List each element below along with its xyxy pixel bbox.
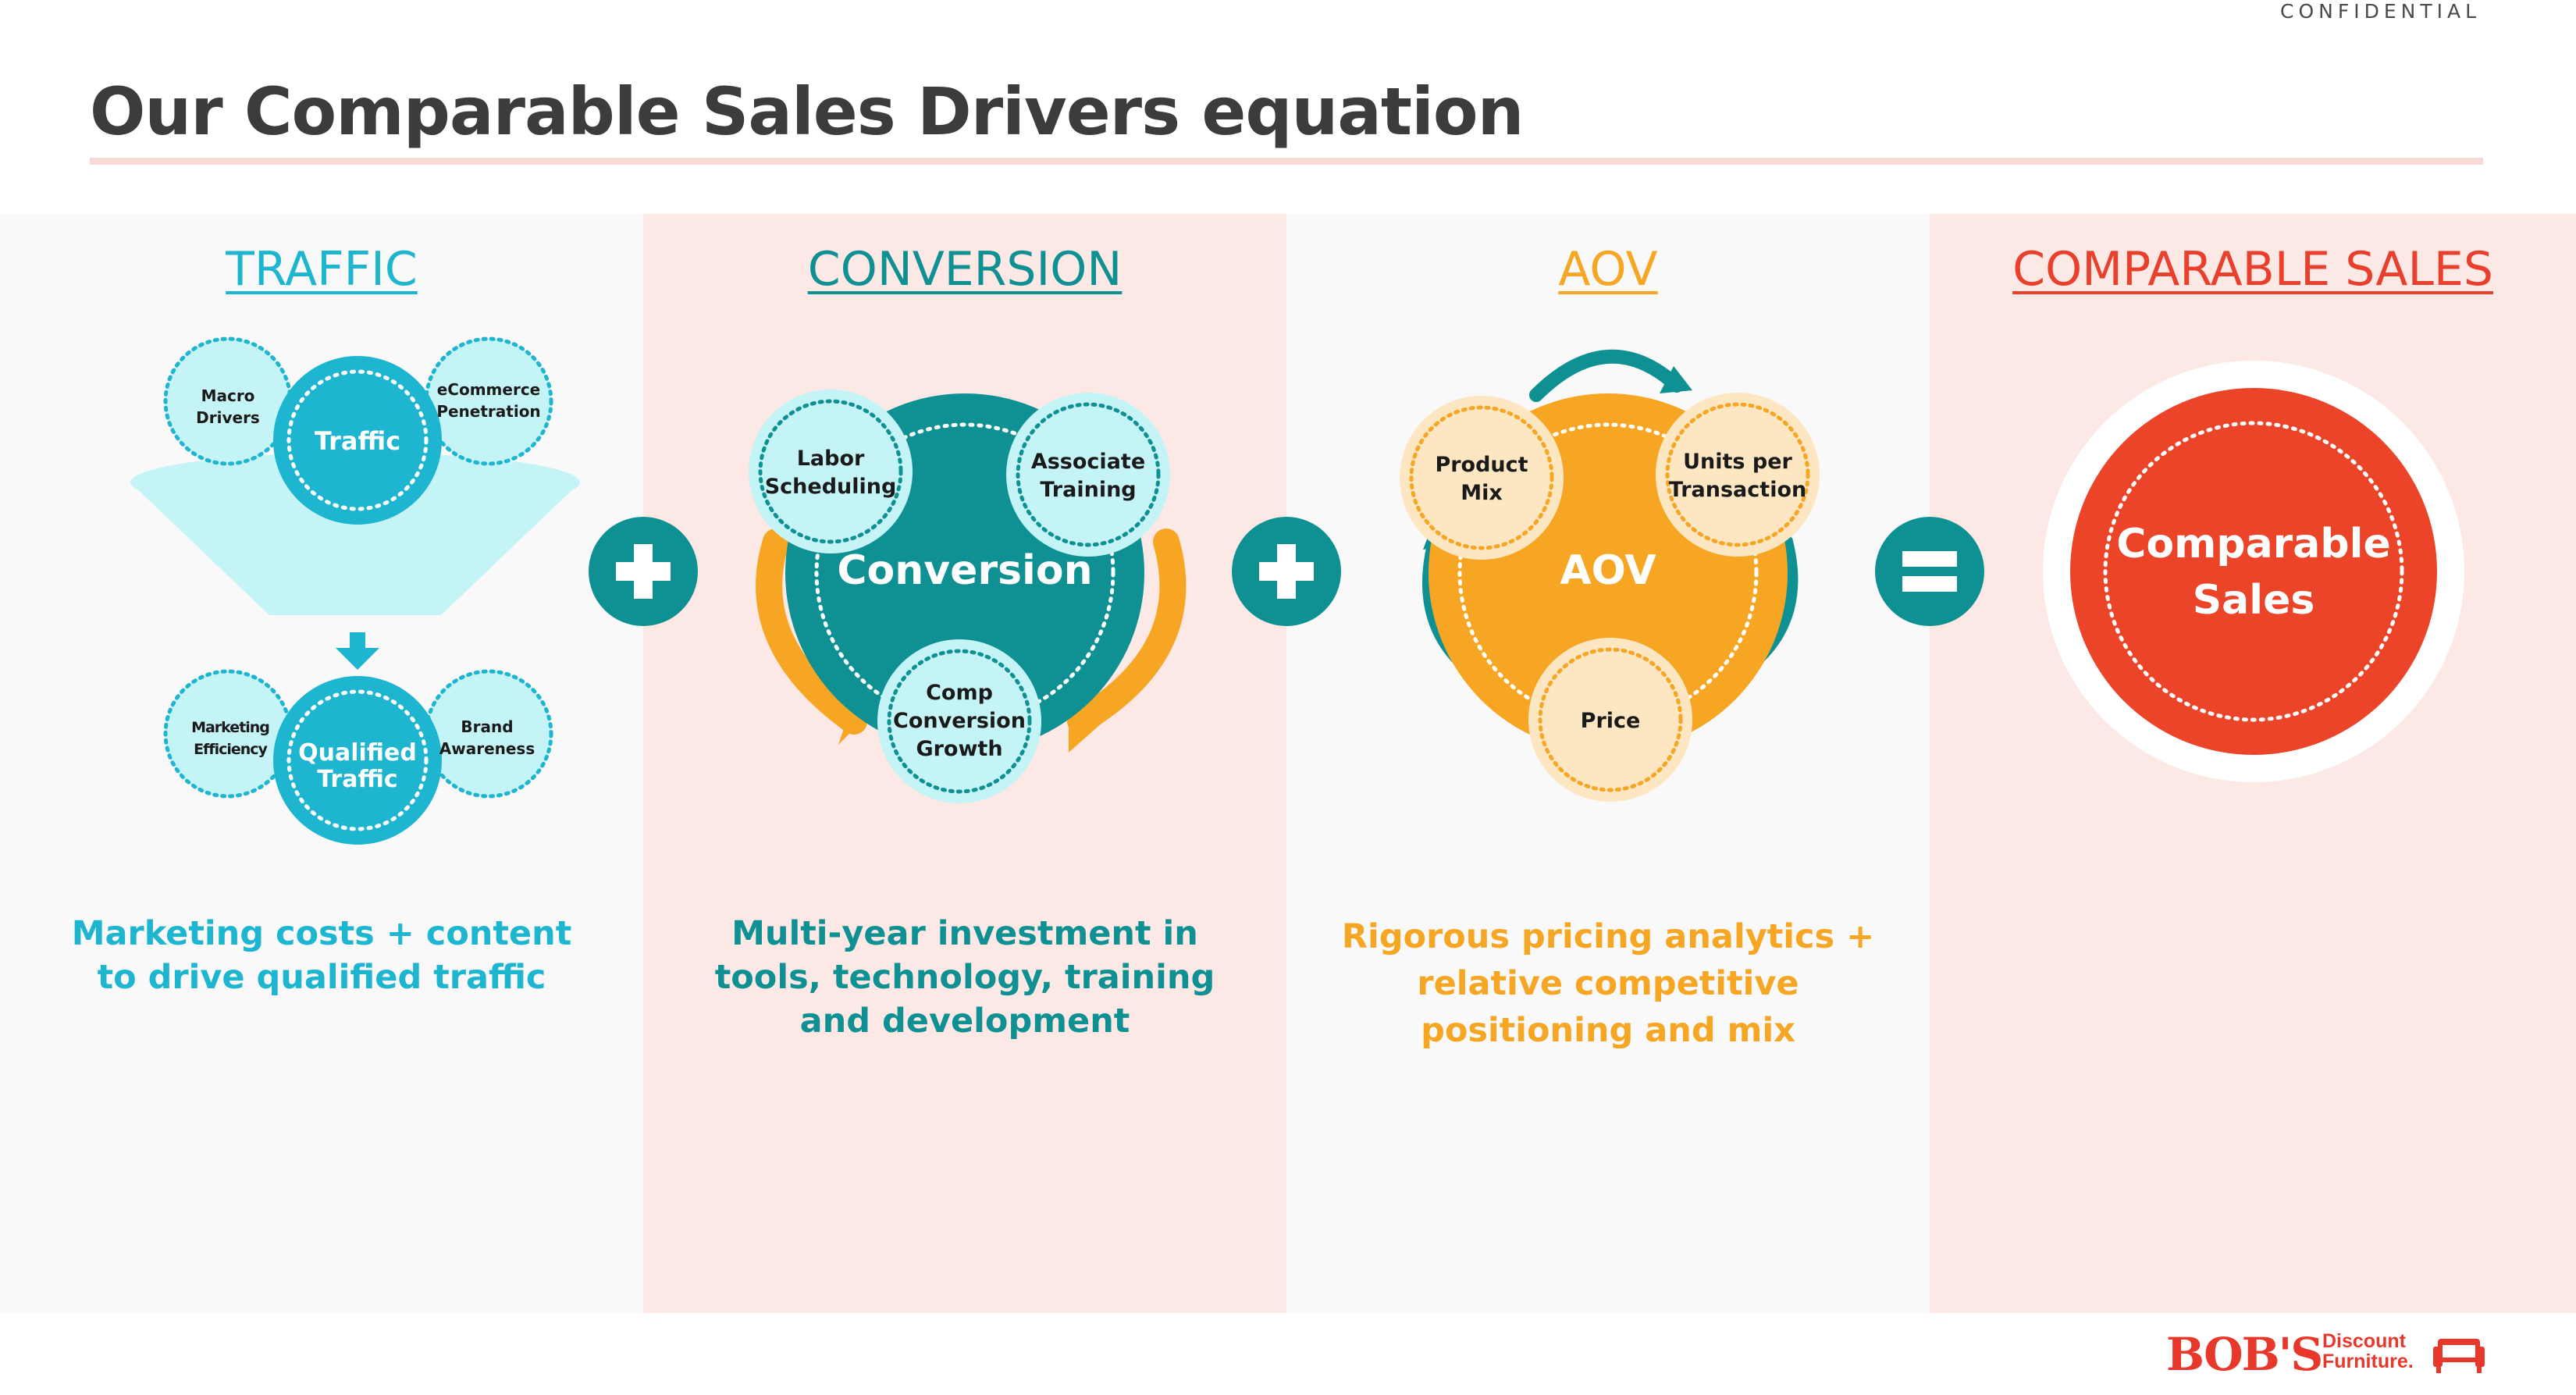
price-circle bbox=[1528, 638, 1692, 802]
units-per-transaction-circle bbox=[1656, 393, 1820, 557]
down-arrow-icon bbox=[350, 632, 365, 648]
page-title: Our Comparable Sales Drivers equation bbox=[90, 73, 1524, 150]
comparable-sales-circle bbox=[2070, 388, 2437, 755]
comp-conversion-growth-circle bbox=[877, 639, 1041, 803]
left-cycle-arrow-icon bbox=[756, 528, 867, 735]
conversion-description: Multi-year investment in tools, technolo… bbox=[714, 914, 1215, 1041]
confidential-label: CONFIDENTIAL bbox=[2279, 0, 2481, 23]
qualified-traffic-circle bbox=[273, 676, 442, 845]
conversion-heading: CONVERSION bbox=[807, 242, 1123, 297]
logo-subtitle: Discount Furniture. bbox=[2322, 1330, 2414, 1372]
labor-scheduling-circle bbox=[749, 390, 913, 553]
plus-icon bbox=[1259, 544, 1314, 599]
conversion-main-label: Conversion bbox=[837, 547, 1092, 594]
funnel-body bbox=[130, 482, 580, 615]
traffic-description: Marketing costs + content to drive quali… bbox=[71, 914, 572, 997]
aov-main-label: AOV bbox=[1560, 547, 1656, 594]
product-mix-circle bbox=[1400, 396, 1564, 560]
aov-description: Rigorous pricing analytics + relative co… bbox=[1341, 917, 1875, 1050]
associate-training-circle bbox=[1006, 393, 1170, 557]
aov-heading: AOV bbox=[1558, 242, 1658, 297]
price-label: Price bbox=[1581, 709, 1641, 733]
equals-icon bbox=[1902, 551, 1957, 592]
right-cycle-arrow-icon bbox=[1067, 528, 1187, 735]
comparable-sales-heading: COMPARABLE SALES bbox=[2012, 242, 2493, 297]
sofa-icon bbox=[2433, 1339, 2485, 1373]
equals-operator bbox=[1875, 517, 1984, 626]
top-cycle-arrow-icon bbox=[1529, 349, 1684, 402]
title-rule bbox=[90, 158, 2483, 165]
plus-icon bbox=[616, 544, 671, 599]
traffic-main-label: Traffic bbox=[315, 426, 400, 456]
logo-wordmark: BOB'S bbox=[2166, 1328, 2323, 1381]
ecommerce-circle bbox=[424, 336, 553, 466]
traffic-main-circle bbox=[273, 356, 442, 525]
plus-operator-1 bbox=[589, 517, 698, 626]
traffic-heading: TRAFFIC bbox=[226, 242, 418, 297]
bobs-discount-furniture-logo: BOB'S Discount Furniture. bbox=[2166, 1328, 2486, 1381]
plus-operator-2 bbox=[1232, 517, 1341, 626]
